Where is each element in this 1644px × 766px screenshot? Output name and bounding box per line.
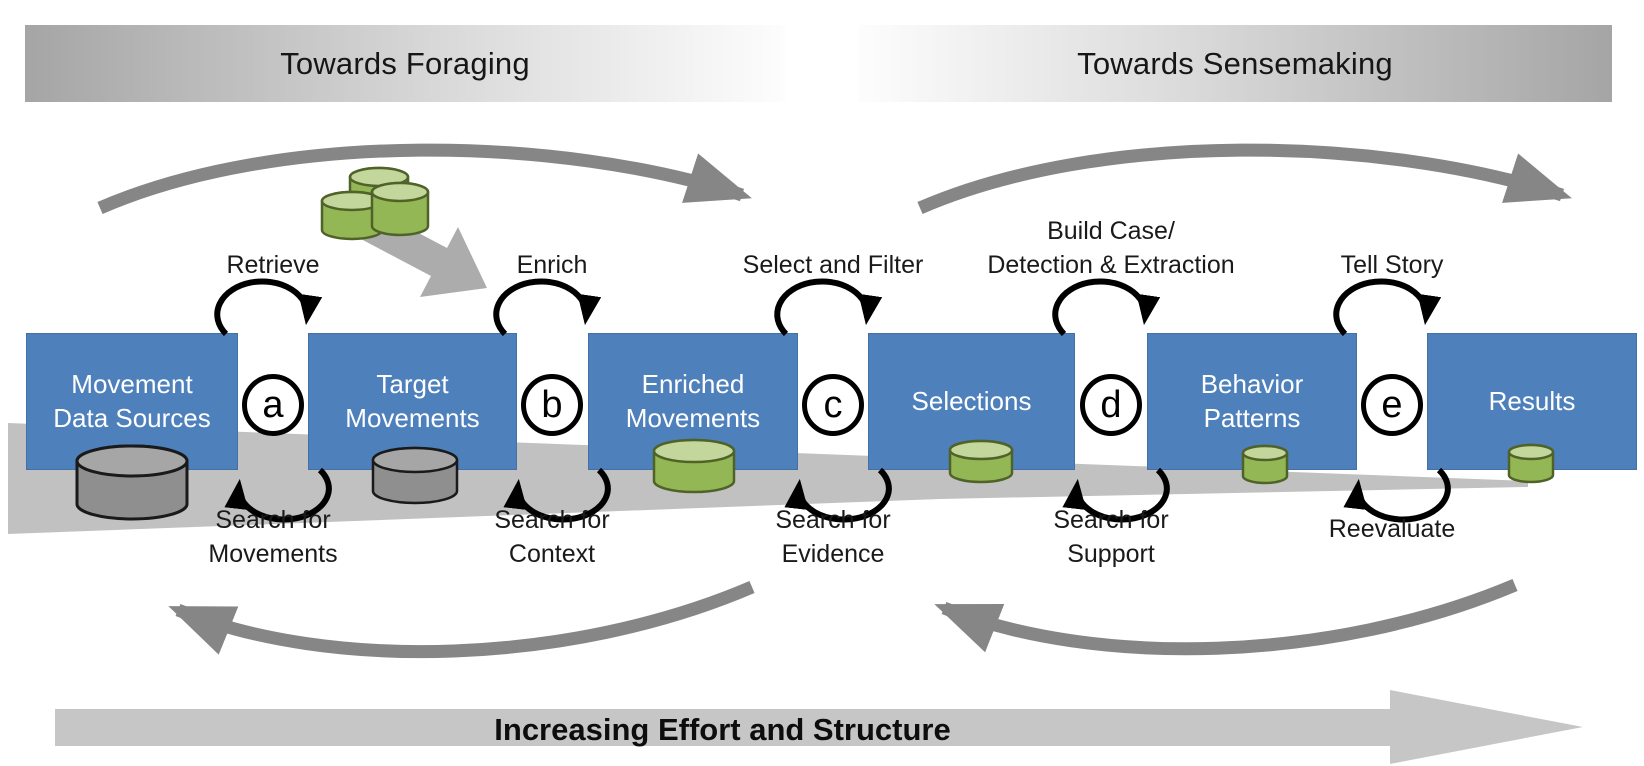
stage-target-movements: Target Movements <box>308 333 517 470</box>
forward-label-select-and-filter: Select and Filter <box>742 251 924 279</box>
transition-circle-e: e <box>1361 374 1423 436</box>
loop-forward-c <box>774 278 883 337</box>
header-foraging: Towards Foraging <box>25 25 785 102</box>
header-sensemaking: Towards Sensemaking <box>858 25 1612 102</box>
database-cylinder-icon <box>348 166 410 233</box>
foraging-flow-arrow <box>97 143 752 214</box>
sensemaking-flow-arrow <box>917 143 1572 214</box>
forward-label-tell-story: Tell Story <box>1340 251 1444 279</box>
stage-movement-data-sources: Movement Data Sources <box>26 333 238 470</box>
loop-forward-a <box>214 278 323 337</box>
database-cylinder-icon <box>370 181 430 237</box>
forward-label-enrich: Enrich <box>516 251 588 279</box>
stage-results: Results <box>1427 333 1637 470</box>
stage-enriched-movements: Enriched Movements <box>588 333 798 470</box>
header-sensemaking-title: Towards Sensemaking <box>1077 45 1393 81</box>
loop-forward-b <box>493 278 602 337</box>
backward-label-reevaluate: Reevaluate <box>1328 515 1456 543</box>
transition-circle-b: b <box>521 374 583 436</box>
sensemaking-return-arrow <box>934 579 1518 656</box>
external-data-sources-icon <box>320 166 430 241</box>
header-foraging-title: Towards Foraging <box>280 45 530 81</box>
forward-label-retrieve: Retrieve <box>226 251 320 279</box>
transition-circle-d: d <box>1080 374 1142 436</box>
transition-circle-a: a <box>242 374 304 436</box>
transition-circle-c: c <box>802 374 864 436</box>
stage-behavior-patterns: Behavior Patterns <box>1147 333 1357 470</box>
effort-bar-label: Increasing Effort and Structure <box>494 712 951 747</box>
stage-selections: Selections <box>868 333 1075 470</box>
loop-forward-e <box>1333 278 1442 337</box>
foraging-return-arrow <box>168 581 755 659</box>
forward-label-build-case: Build Case/ Detection & Extraction <box>987 217 1235 279</box>
database-cylinder-icon <box>320 190 384 241</box>
loop-forward-d <box>1052 278 1161 337</box>
